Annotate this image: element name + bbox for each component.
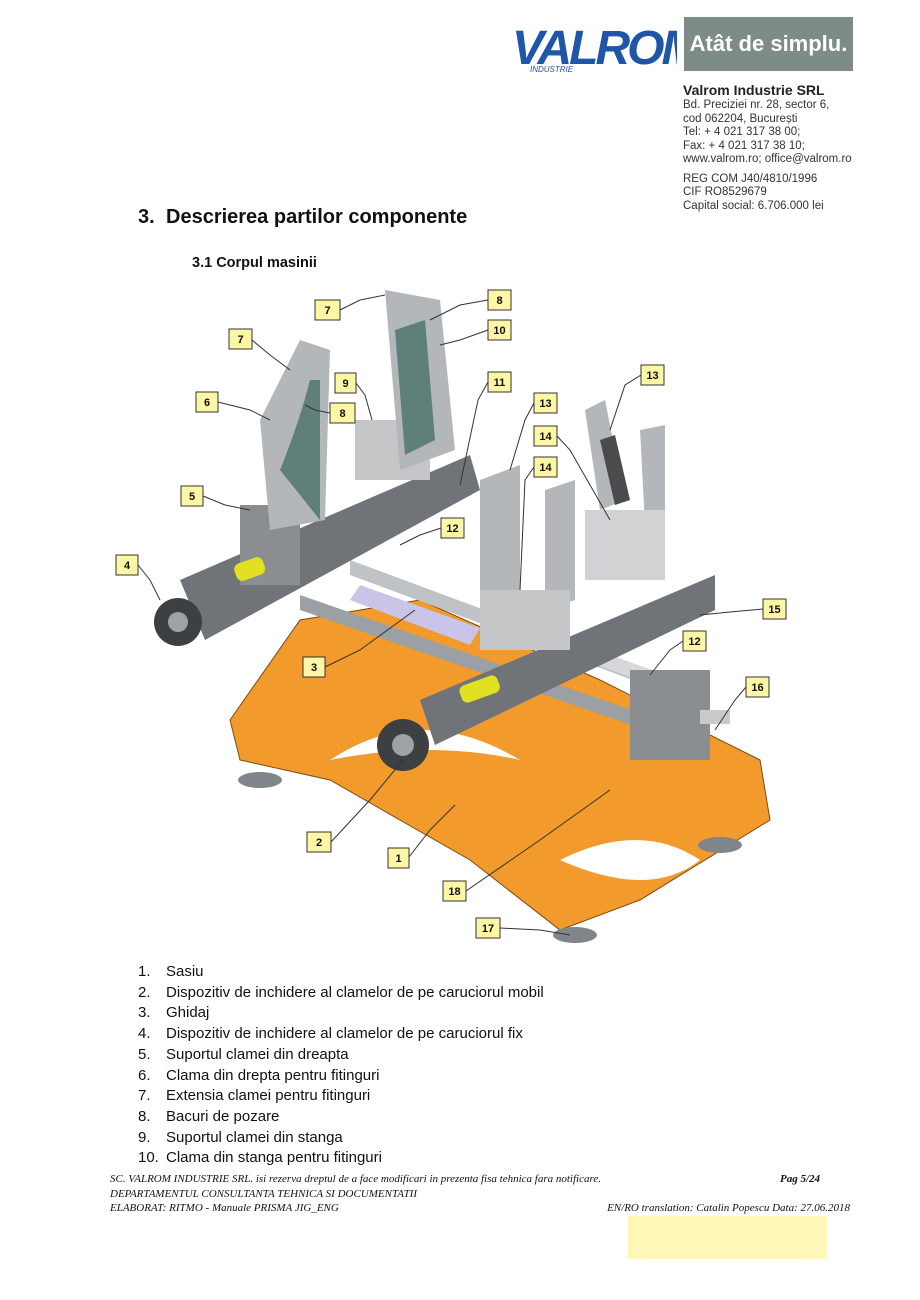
page-number: Pag 5/24	[779, 1173, 820, 1185]
callout-15: 15	[762, 598, 787, 620]
fixed-carriage	[154, 290, 480, 646]
svg-text:15: 15	[768, 604, 780, 616]
callout-11: 11	[487, 371, 512, 393]
callout-3: 3	[302, 656, 326, 678]
list-item: 4.Dispozitiv de inchidere al clamelor de…	[138, 1025, 523, 1043]
callout-8b: 8	[329, 402, 356, 424]
callout-1: 1	[387, 847, 410, 869]
list-item: 2.Dispozitiv de inchidere al clamelor de…	[138, 983, 544, 1001]
callout-2: 2	[306, 831, 332, 853]
subsection-heading: 3.1 Corpul masinii	[192, 255, 317, 271]
footer-disclaimer: SC. VALROM INDUSTRIE SRL. isi rezerva dr…	[110, 1173, 601, 1185]
address-line: cod 062204, București	[683, 112, 798, 125]
section-number: 3.	[138, 206, 155, 228]
list-item: 9.Suportul clamei din stanga	[138, 1128, 343, 1146]
subsection-title: Corpul masinii	[216, 255, 317, 271]
svg-text:12: 12	[446, 523, 458, 535]
svg-text:7: 7	[237, 334, 243, 346]
svg-text:2: 2	[316, 837, 322, 849]
svg-text:18: 18	[448, 886, 460, 898]
list-item: 5.Suportul clamei din dreapta	[138, 1045, 349, 1063]
address-line: Fax: + 4 021 317 38 10;	[683, 139, 805, 152]
callout-7a: 7	[228, 328, 253, 350]
callout-13b: 13	[640, 364, 665, 386]
section-heading: 3. Descrierea partilor componente	[138, 206, 467, 229]
svg-text:14: 14	[539, 462, 552, 474]
callout-5: 5	[180, 485, 204, 507]
svg-text:7: 7	[324, 305, 330, 317]
callout-17: 17	[475, 917, 501, 939]
callout-7b: 7	[314, 299, 341, 321]
svg-text:3: 3	[311, 662, 317, 674]
svg-text:6: 6	[204, 397, 210, 409]
highlight-box	[628, 1216, 827, 1259]
svg-text:4: 4	[124, 560, 131, 572]
registry-line: CIF RO8529679	[683, 186, 767, 198]
address-line: Bd. Preciziei nr. 28, sector 6,	[683, 99, 830, 111]
svg-text:13: 13	[646, 370, 658, 382]
callout-14a: 14	[533, 425, 558, 447]
list-item: 6.Clama din drepta pentru fitinguri	[138, 1066, 380, 1084]
callout-12b: 12	[682, 630, 707, 652]
svg-text:1: 1	[395, 853, 401, 865]
callout-16: 16	[745, 676, 770, 698]
svg-text:16: 16	[751, 682, 763, 694]
callout-9: 9	[334, 372, 357, 394]
svg-text:9: 9	[342, 378, 348, 390]
callout-14b: 14	[533, 456, 558, 478]
list-item: 7.Extensia clamei pentru fitinguri	[138, 1087, 371, 1105]
list-item: 3.Ghidaj	[138, 1004, 210, 1022]
callout-12a: 12	[440, 517, 465, 539]
slogan-banner: Atât de simplu.	[684, 17, 853, 71]
svg-text:11: 11	[494, 377, 506, 389]
registry-line: Capital social: 6.706.000 lei	[683, 199, 824, 212]
address-line: www.valrom.ro; office@valrom.ro	[683, 153, 852, 165]
machine-illustration: 1 2 3 4 5 6 7 7 8 8 9 10 11 12 12 13 13 …	[115, 289, 787, 943]
callout-8a: 8	[487, 289, 512, 311]
callout-18: 18	[442, 880, 467, 902]
callout-4: 4	[115, 554, 139, 576]
logo-text: VALROM	[512, 22, 677, 74]
svg-text:12: 12	[688, 636, 700, 648]
valrom-logo: VALROM INDUSTRIE	[512, 22, 677, 74]
svg-text:14: 14	[539, 431, 552, 443]
company-info: Valrom Industrie SRL Bd. Preciziei nr. 2…	[683, 82, 883, 213]
list-item: 1.Sasiu	[138, 963, 204, 980]
leader-lines	[137, 294, 764, 936]
svg-text:5: 5	[189, 491, 195, 503]
section-title: Descrierea partilor componente	[166, 206, 468, 228]
list-item: 10.Clama din stanga pentru fitinguri	[138, 1149, 382, 1167]
parts-list: 1.Sasiu 2.Dispozitiv de inchidere al cla…	[138, 962, 544, 1169]
svg-text:8: 8	[339, 408, 345, 420]
logo-subtext: INDUSTRIE	[530, 65, 574, 74]
subsection-number: 3.1	[192, 255, 213, 271]
svg-text:17: 17	[482, 923, 494, 935]
svg-text:13: 13	[539, 398, 551, 410]
footer-translation: EN/RO translation: Catalin Popescu Data:…	[607, 1202, 850, 1214]
callout-6: 6	[195, 391, 219, 413]
page-footer: SC. VALROM INDUSTRIE SRL. isi rezerva dr…	[110, 1172, 850, 1216]
footer-author: ELABORAT: RITMO - Manuale PRISMA JIG_ENG	[110, 1202, 339, 1214]
svg-text:10: 10	[493, 325, 505, 337]
address-line: Tel: + 4 021 317 38 00;	[683, 126, 801, 138]
svg-text:8: 8	[496, 295, 502, 307]
mobile-carriage	[377, 400, 730, 771]
company-name: Valrom Industrie SRL	[683, 82, 825, 98]
callout-13a: 13	[533, 392, 558, 414]
list-item: 8.Bacuri de pozare	[138, 1107, 280, 1125]
callout-10: 10	[487, 319, 512, 341]
registry-line: REG COM J40/4810/1996	[683, 172, 818, 185]
footer-department: DEPARTAMENTUL CONSULTANTA TEHNICA SI DOC…	[110, 1187, 418, 1200]
